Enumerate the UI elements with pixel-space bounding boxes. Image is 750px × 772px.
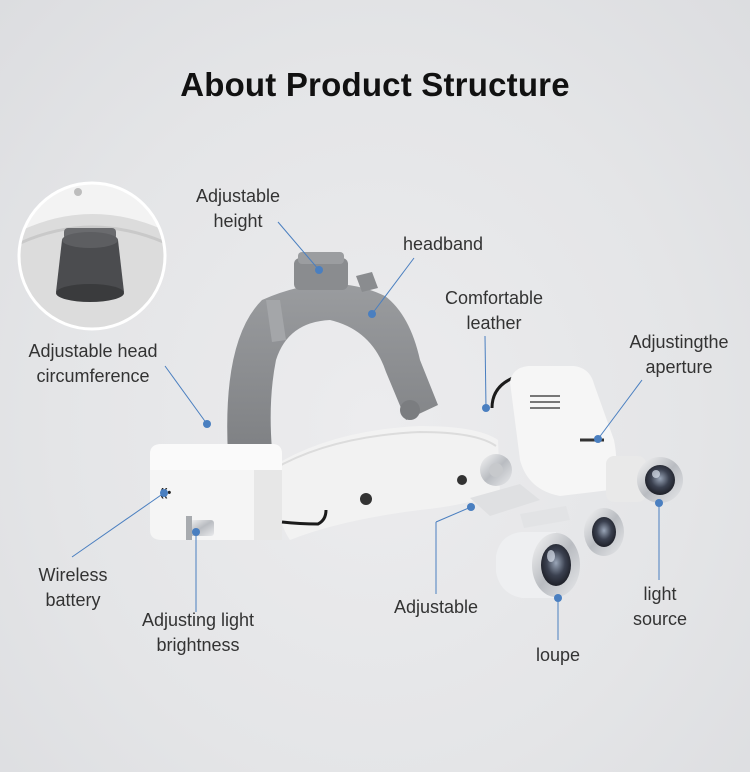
label-loupe: loupe	[535, 645, 581, 665]
label-adjustable-height: Adjustable height	[195, 186, 281, 231]
detail-inset	[17, 181, 167, 331]
leader-adjustable-diag	[435, 506, 472, 523]
headband-shape	[227, 252, 438, 455]
leader-aperture	[597, 379, 643, 440]
battery-box: ((•	[150, 444, 328, 540]
label-headband: headband	[402, 234, 484, 254]
label-adjustable-head-circumference: Adjustable head circumference	[28, 341, 158, 386]
label-adjustable: Adjustable	[393, 597, 479, 617]
loupe-lenses	[496, 506, 624, 598]
leader-lines	[71, 221, 660, 640]
label-adjusting-aperture: Adjustingthe aperture	[629, 332, 729, 377]
label-adjusting-light-brightness: Adjusting light brightness	[141, 610, 255, 655]
hinge-joint	[470, 454, 540, 516]
leader-adjustable-height	[277, 221, 320, 271]
label-comfortable-leather: Comfortable leather	[444, 288, 544, 333]
leather-band	[270, 426, 500, 540]
page-title: About Product Structure	[180, 66, 570, 103]
leader-dots	[160, 266, 663, 602]
leader-headband	[371, 257, 415, 315]
headlight-housing	[510, 366, 683, 503]
leader-comfortable-leather	[484, 335, 487, 409]
leader-head-circumference	[164, 365, 208, 425]
leader-wireless-battery	[71, 492, 165, 558]
label-light-source: light source	[632, 584, 688, 629]
label-wireless-battery: Wireless battery	[38, 565, 108, 610]
